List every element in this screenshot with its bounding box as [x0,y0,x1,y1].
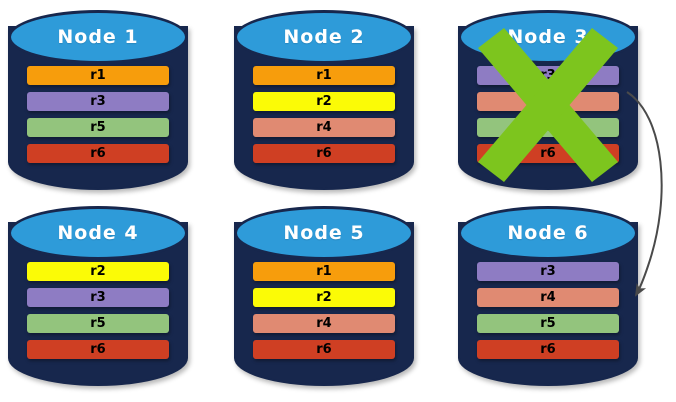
record-bar[interactable]: r1 [27,66,169,85]
node-3[interactable]: Node 3 r3 r4 r5 r6 [458,10,638,195]
node-2-cylinder-top [234,10,414,64]
record-bar[interactable]: r4 [477,288,619,307]
node-4-cylinder-top [8,206,188,260]
node-4-records: r2 r3 r5 r6 [8,262,188,366]
node-2-label: Node 2 [283,26,365,48]
node-3-records: r3 r4 r5 r6 [458,66,638,170]
record-bar[interactable]: r3 [27,288,169,307]
record-bar[interactable]: r4 [253,118,395,137]
node-1[interactable]: Node 1 r1 r3 r5 r6 [8,10,188,195]
record-bar[interactable]: r3 [477,262,619,281]
node-6[interactable]: Node 6 r3 r4 r5 r6 [458,206,638,391]
node-2-records: r1 r2 r4 r6 [234,66,414,170]
node-1-label: Node 1 [57,26,139,48]
record-bar[interactable]: r6 [477,340,619,359]
node-6-label: Node 6 [507,222,589,244]
record-bar[interactable]: r2 [253,92,395,111]
record-bar[interactable]: r6 [253,144,395,163]
node-4[interactable]: Node 4 r2 r3 r5 r6 [8,206,188,391]
record-bar[interactable]: r6 [27,340,169,359]
node-5-cylinder-top [234,206,414,260]
record-bar[interactable]: r3 [27,92,169,111]
node-5-label: Node 5 [283,222,365,244]
node-5-records: r1 r2 r4 r6 [234,262,414,366]
record-bar[interactable]: r5 [477,314,619,333]
node-6-records: r3 r4 r5 r6 [458,262,638,366]
record-bar[interactable]: r6 [27,144,169,163]
record-bar[interactable]: r1 [253,66,395,85]
node-3-label: Node 3 [507,26,589,48]
node-4-label: Node 4 [57,222,139,244]
node-1-cylinder-top [8,10,188,64]
record-bar[interactable]: r4 [253,314,395,333]
record-bar[interactable]: r5 [27,314,169,333]
record-bar[interactable]: r6 [477,144,619,163]
record-bar[interactable]: r5 [477,118,619,137]
record-bar[interactable]: r2 [27,262,169,281]
record-bar[interactable]: r4 [477,92,619,111]
record-bar[interactable]: r6 [253,340,395,359]
record-bar[interactable]: r5 [27,118,169,137]
node-2[interactable]: Node 2 r1 r2 r4 r6 [234,10,414,195]
record-bar[interactable]: r2 [253,288,395,307]
node-6-cylinder-top [458,206,638,260]
node-5[interactable]: Node 5 r1 r2 r4 r6 [234,206,414,391]
record-bar[interactable]: r3 [477,66,619,85]
record-bar[interactable]: r1 [253,262,395,281]
node-1-records: r1 r3 r5 r6 [8,66,188,170]
